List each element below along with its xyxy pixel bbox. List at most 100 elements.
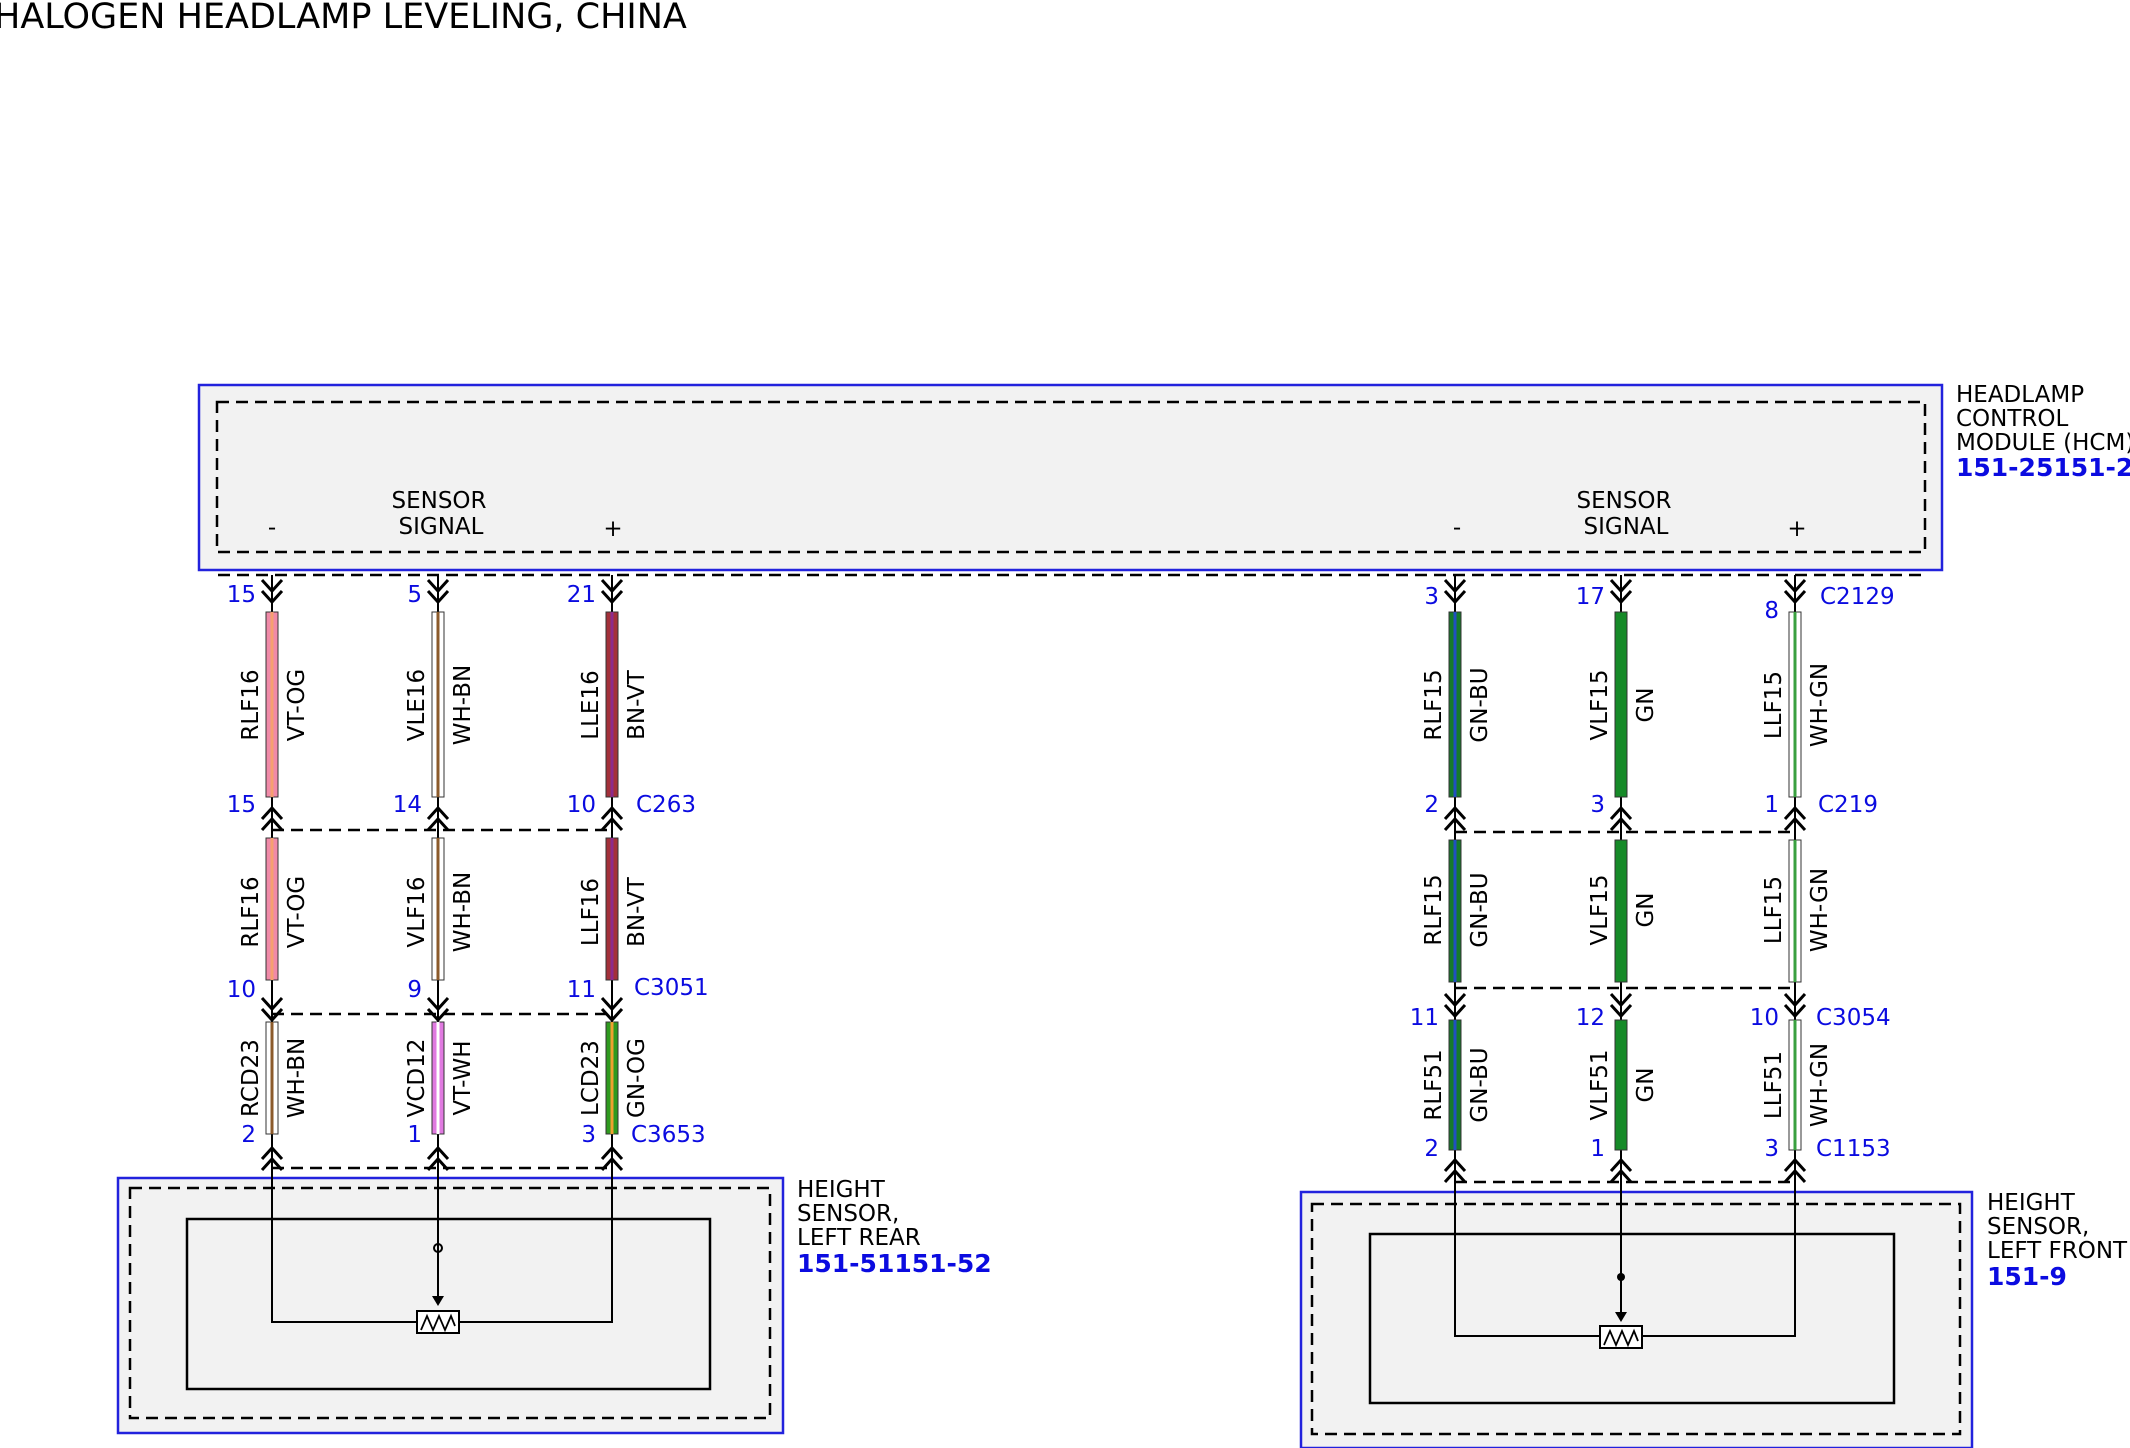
pin-number: 3 — [1764, 1136, 1779, 1162]
wire-stripe — [610, 838, 614, 980]
rear-sensor-name-line1: HEIGHT — [797, 1177, 886, 1203]
wire-color-label: WH-GN — [1807, 1043, 1833, 1127]
wire-stripe — [1453, 612, 1457, 797]
wire-circuit-label: LCD23 — [578, 1040, 604, 1116]
connector-c3653-label[interactable]: C3653 — [631, 1122, 706, 1148]
pin-number: 10 — [227, 977, 256, 1003]
hcm-left-signal-label-2: SIGNAL — [399, 514, 484, 540]
hcm-name-line1: HEADLAMP — [1956, 382, 2084, 408]
connector-c3054-label[interactable]: C3054 — [1816, 1005, 1891, 1031]
pin-number: 3 — [581, 1122, 596, 1148]
wire-stripe — [270, 1022, 274, 1134]
pin-number: 2 — [241, 1122, 256, 1148]
pin-number: 15 — [227, 582, 256, 608]
hcm-right-signal-label-2: SIGNAL — [1584, 514, 1669, 540]
rear-sensor-name-line3: LEFT REAR — [797, 1225, 921, 1251]
wire-circuit-label: RLF15 — [1421, 669, 1447, 740]
connector-c1153-label[interactable]: C1153 — [1816, 1136, 1891, 1162]
wire-circuit-label: RLF16 — [238, 876, 264, 947]
pin-number: 11 — [567, 977, 596, 1003]
pin-number: 10 — [567, 792, 596, 818]
wire-circuit-label: RCD23 — [238, 1039, 264, 1117]
hcm-right-plus-label: + — [1787, 516, 1806, 542]
hcm-left-minus-label: - — [268, 515, 276, 541]
wire-circuit-label: VLF16 — [404, 876, 430, 947]
wire-circuit-label: LLF15 — [1761, 876, 1787, 944]
wire-color-label: BN-VT — [624, 876, 650, 947]
wire-circuit-label: LLE16 — [578, 670, 604, 739]
pin-number: 3 — [1590, 792, 1605, 818]
rear-sensor-name-line2: SENSOR, — [797, 1201, 899, 1227]
wire-circuit-label: LLF51 — [1761, 1051, 1787, 1119]
hcm-left-plus-label: + — [603, 516, 622, 542]
height-sensor-left-front — [1299, 1182, 1974, 1448]
wire-color-label: VT-OG — [284, 876, 310, 949]
wire-color-label: GN-BU — [1467, 667, 1493, 742]
pin-number: 3 — [1424, 584, 1439, 610]
wire-circuit-label: LLF16 — [578, 878, 604, 946]
pin-number: 1 — [407, 1122, 422, 1148]
rear-sensor-reference[interactable]: 151-51151-52 — [797, 1249, 992, 1278]
front-sensor-name-line3: LEFT FRONT — [1987, 1238, 2128, 1264]
wire-circuit-label: VCD12 — [404, 1039, 430, 1118]
wire-color-label: BN-VT — [624, 669, 650, 740]
wire-color-label: GN-OG — [624, 1038, 650, 1118]
wire-stripe — [436, 612, 440, 797]
wire-color-label: VT-OG — [284, 669, 310, 742]
wire-stripe — [436, 838, 440, 980]
wire-circuit-label: VLF15 — [1587, 874, 1613, 945]
height-sensor-left-rear — [116, 1168, 785, 1435]
pin-number: 1 — [1764, 792, 1779, 818]
wire-stripe — [270, 838, 274, 980]
wire-segment[interactable] — [1614, 611, 1628, 798]
wire-circuit-label: VLF51 — [1587, 1049, 1613, 1120]
hcm-left-signal-label-1: SENSOR — [391, 488, 486, 514]
wire-segment[interactable] — [1614, 839, 1628, 983]
pin-number: 11 — [1410, 1005, 1439, 1031]
wire-circuit-label: RLF15 — [1421, 874, 1447, 945]
pin-number: 9 — [407, 977, 422, 1003]
wire-color-label: WH-BN — [284, 1038, 310, 1119]
hcm-name-line2: CONTROL — [1956, 406, 2069, 432]
hcm-reference[interactable]: 151-25151-26 — [1956, 453, 2130, 482]
wire-color-label: WH-GN — [1807, 868, 1833, 952]
wire-stripe — [1793, 1020, 1797, 1150]
front-sensor-reference[interactable]: 151-9 — [1987, 1262, 2067, 1291]
wire-color-label: WH-BN — [450, 872, 476, 953]
wire-color-label: GN-BU — [1467, 872, 1493, 947]
wire-segment[interactable] — [1614, 1019, 1628, 1151]
pin-number: 15 — [227, 792, 256, 818]
wire-circuit-label: LLF15 — [1761, 671, 1787, 739]
pin-number: 14 — [393, 792, 422, 818]
wire-color-label: GN — [1633, 687, 1659, 722]
connector-c219-label[interactable]: C219 — [1818, 792, 1878, 818]
pin-number: 2 — [1424, 1136, 1439, 1162]
hcm-name-line3: MODULE (HCM) — [1956, 430, 2130, 456]
pin-number: 1 — [1590, 1136, 1605, 1162]
pin-number: 10 — [1750, 1005, 1779, 1031]
headlamp-control-module — [197, 383, 1944, 577]
pin-number: 5 — [407, 582, 422, 608]
diagram-title: HALOGEN HEADLAMP LEVELING, CHINA — [0, 0, 687, 37]
wire-stripe — [1453, 1020, 1457, 1150]
connector-c2129-label[interactable]: C2129 — [1820, 584, 1895, 610]
wire-stripe — [270, 612, 274, 797]
connector-c263-label[interactable]: C263 — [636, 792, 696, 818]
connector-c3051-label[interactable]: C3051 — [634, 975, 709, 1001]
wire-color-label: GN — [1633, 892, 1659, 927]
pin-number: 12 — [1576, 1005, 1605, 1031]
wire-stripe — [610, 1022, 614, 1134]
front-sensor-name-line1: HEIGHT — [1987, 1190, 2076, 1216]
wire-circuit-label: RLF16 — [238, 669, 264, 740]
wire-color-label: WH-GN — [1807, 663, 1833, 747]
wire-circuit-label: VLF15 — [1587, 669, 1613, 740]
wire-color-label: WH-BN — [450, 665, 476, 746]
wire-stripe — [1453, 840, 1457, 982]
wire-circuit-label: VLE16 — [404, 669, 430, 741]
wire-color-label: GN-BU — [1467, 1047, 1493, 1122]
pin-number: 2 — [1424, 792, 1439, 818]
hcm-right-signal-label-1: SENSOR — [1576, 488, 1671, 514]
wire-stripe — [610, 612, 614, 797]
